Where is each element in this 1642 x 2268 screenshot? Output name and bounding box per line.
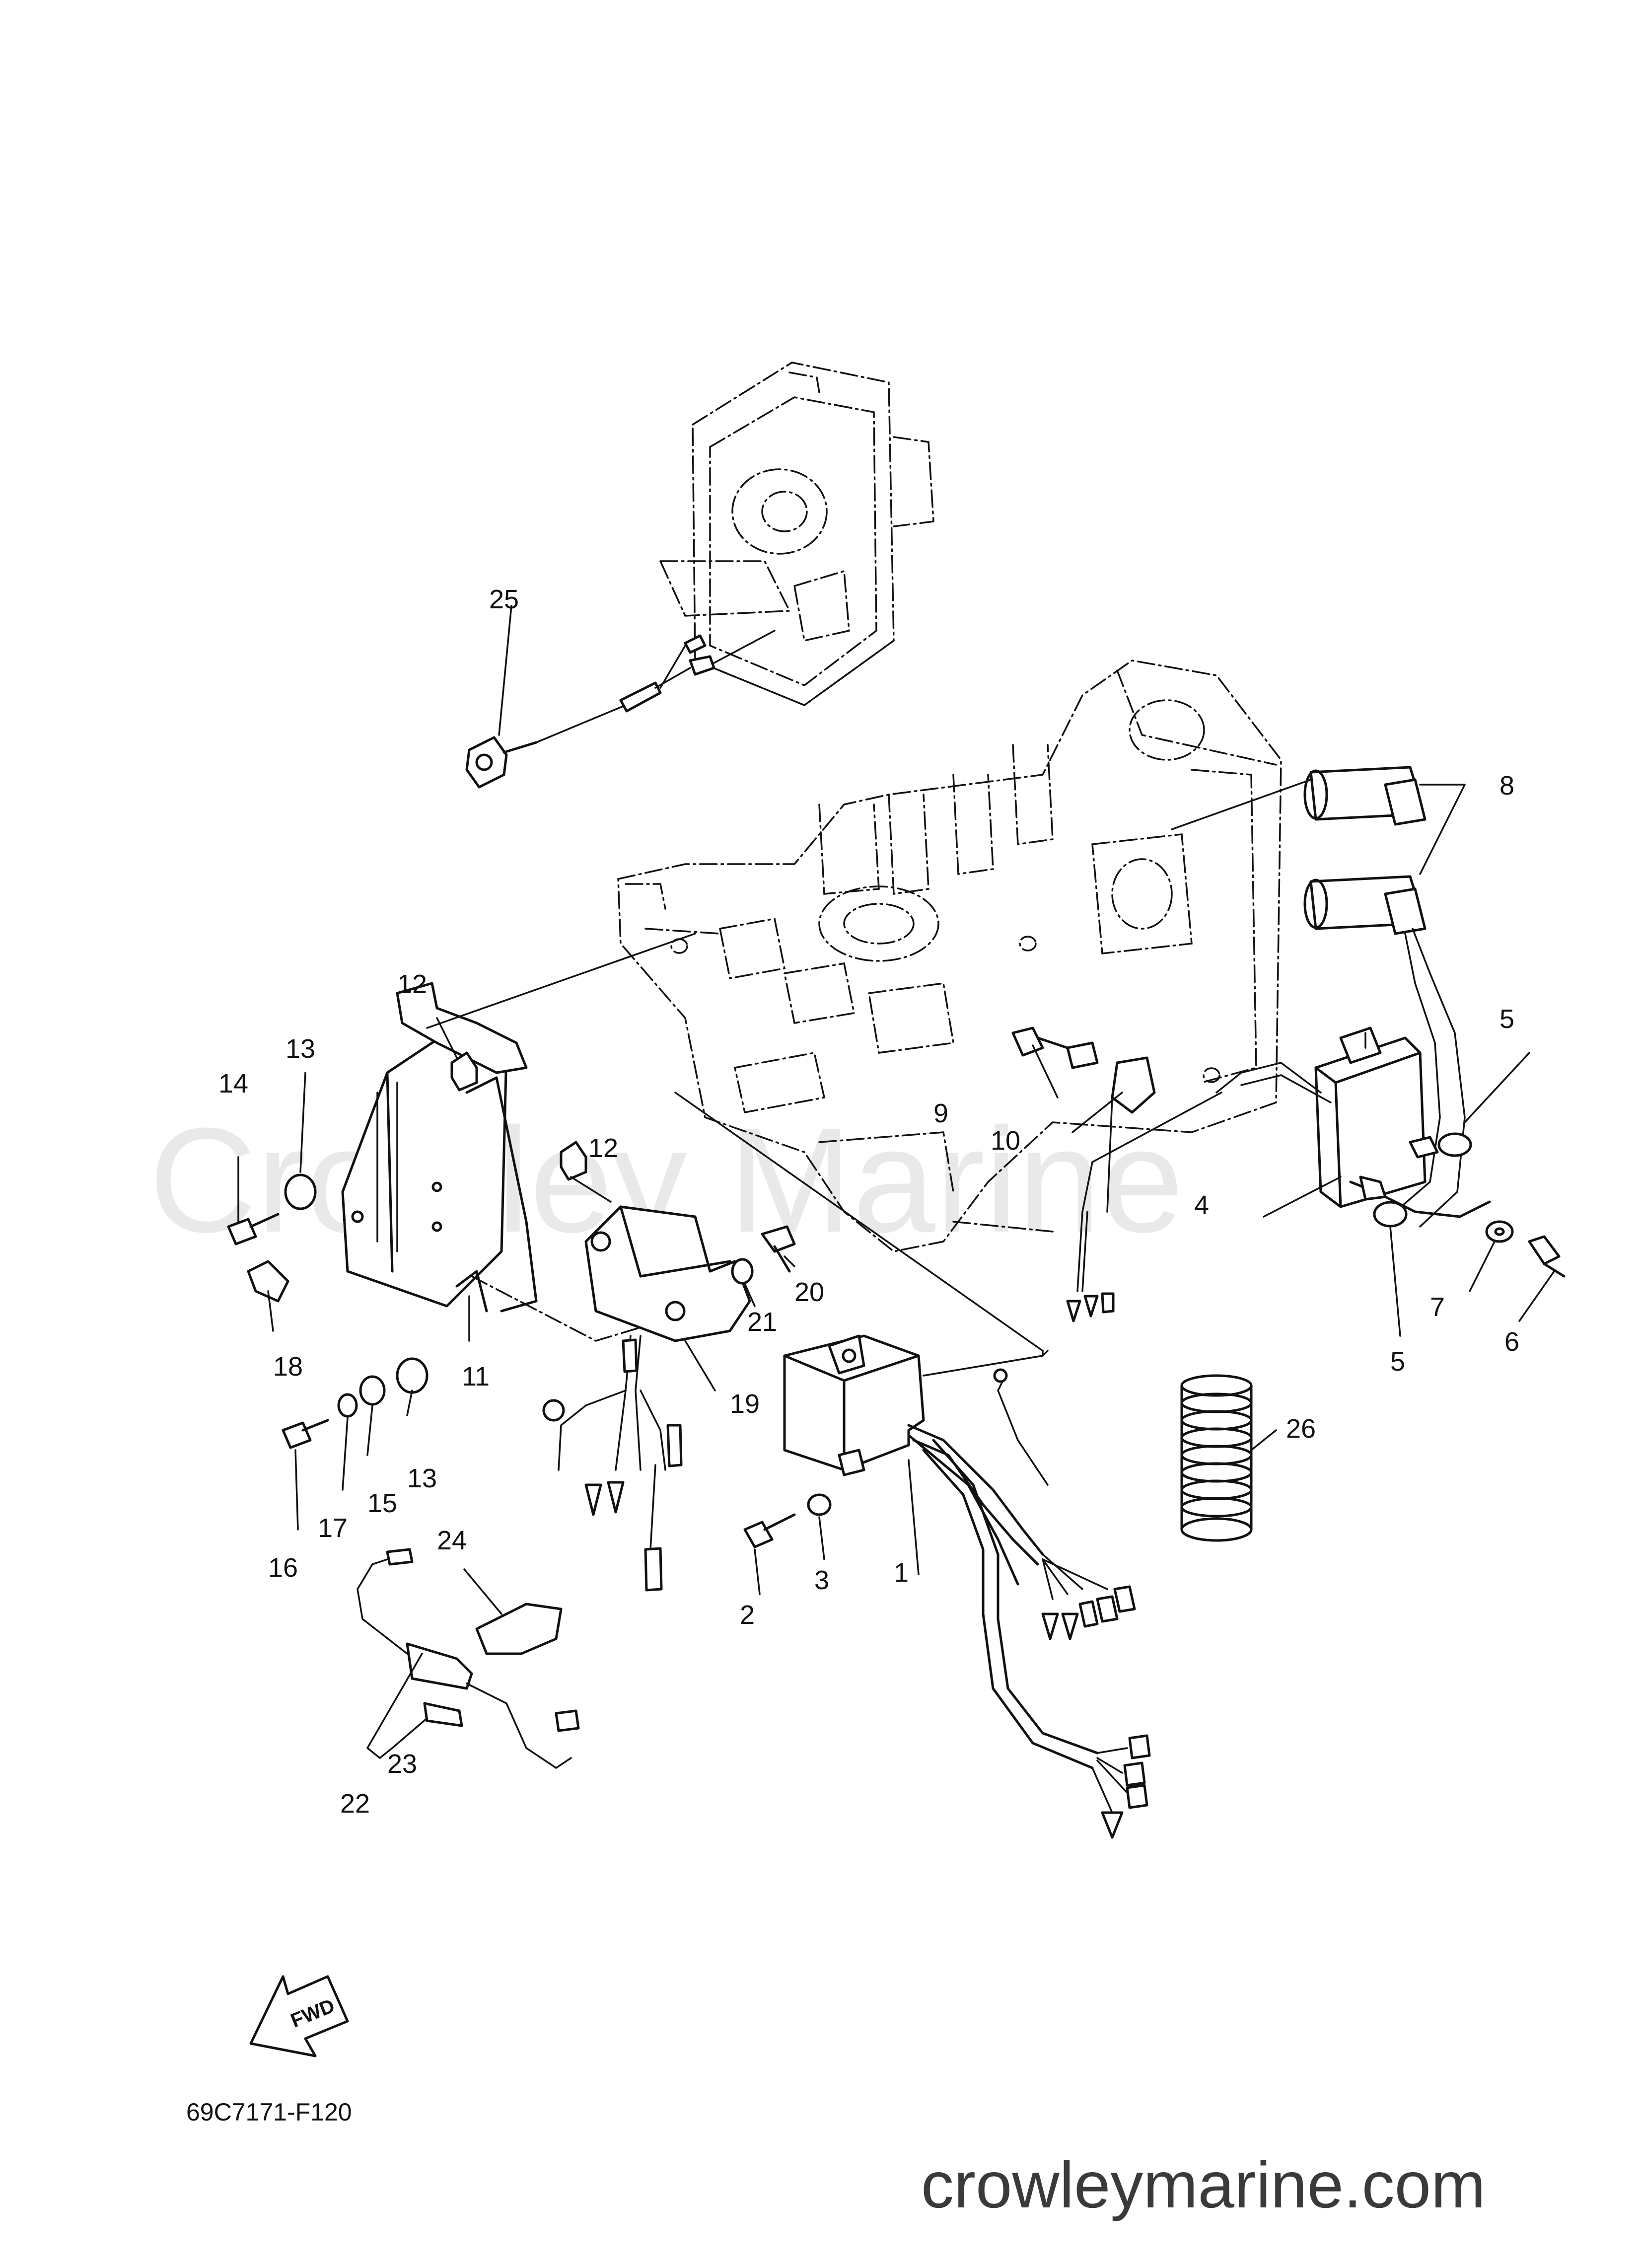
part-22-connector xyxy=(357,1548,580,1769)
part-25-temperature-sensor xyxy=(465,630,776,789)
callout-16: 16 xyxy=(268,1553,298,1583)
callout-labels: 1 2 3 4 5 5 6 7 8 9 10 11 12 12 13 13 14… xyxy=(218,585,1519,1819)
part-10-sensor-cap xyxy=(1106,1056,1156,1213)
callout-4: 4 xyxy=(1194,1190,1209,1220)
part-16-bolt xyxy=(282,1419,329,1449)
callout-26: 26 xyxy=(1286,1414,1316,1444)
part-8-plug-caps xyxy=(1171,766,1466,1228)
callout-17: 17 xyxy=(318,1513,348,1543)
part-9-sensor xyxy=(1011,1026,1099,1069)
part-13-grommet-b xyxy=(396,1357,428,1394)
fwd-arrow-icon: FWD xyxy=(249,1975,349,2057)
callout-5b: 5 xyxy=(1390,1347,1405,1377)
callout-6: 6 xyxy=(1504,1327,1519,1357)
callout-12b: 12 xyxy=(588,1133,618,1163)
callout-10: 10 xyxy=(991,1126,1020,1156)
part-19-rectifier xyxy=(542,1205,751,1592)
part-12-grommet-b xyxy=(560,1141,587,1181)
callout-2: 2 xyxy=(740,1600,755,1630)
engine-block xyxy=(617,659,1282,1252)
callout-22: 22 xyxy=(340,1789,370,1819)
callout-13a: 13 xyxy=(286,1034,315,1064)
part-1-cdi-unit xyxy=(783,1334,1151,1839)
part-3-washer xyxy=(807,1493,832,1516)
callout-23: 23 xyxy=(387,1749,417,1779)
callout-14: 14 xyxy=(218,1069,248,1098)
callout-20: 20 xyxy=(794,1277,824,1307)
part-14-bolt xyxy=(227,1213,280,1245)
callout-1: 1 xyxy=(894,1558,909,1588)
callout-11: 11 xyxy=(462,1362,490,1391)
callout-5a: 5 xyxy=(1499,1004,1514,1034)
part-4-ignition-coil xyxy=(1066,1026,1566,1322)
leader-lines xyxy=(237,605,1555,1759)
callout-15: 15 xyxy=(367,1488,397,1518)
callout-12a: 12 xyxy=(397,969,427,999)
part-18-clip xyxy=(247,1260,289,1303)
part-2-bolt xyxy=(743,1513,796,1548)
part-13-grommet-a xyxy=(284,1173,317,1210)
part-20-bolt xyxy=(761,1225,796,1273)
diagram-code: 69C7171-F120 xyxy=(186,2098,352,2126)
part-15-washer xyxy=(359,1375,386,1406)
part-24-holder xyxy=(475,1603,563,1655)
callout-3: 3 xyxy=(814,1565,829,1595)
part-26-spring xyxy=(1180,1374,1253,1542)
callout-18: 18 xyxy=(273,1352,303,1382)
callout-8: 8 xyxy=(1499,771,1514,801)
part-17-washer xyxy=(337,1393,358,1418)
callout-21: 21 xyxy=(747,1307,777,1337)
callout-13b: 13 xyxy=(407,1463,437,1493)
callout-25: 25 xyxy=(489,585,519,614)
part-11-bracket xyxy=(341,982,646,1342)
callout-9: 9 xyxy=(933,1098,948,1128)
site-url: crowleymarine.com xyxy=(921,2148,1486,2221)
part-12-grommet-a xyxy=(450,1051,478,1092)
part-23-terminal xyxy=(423,1702,463,1727)
callout-7: 7 xyxy=(1430,1292,1445,1322)
part-21-washer xyxy=(731,1258,754,1285)
cylinder-head-cover xyxy=(659,362,934,706)
callout-24: 24 xyxy=(437,1526,467,1555)
callout-19: 19 xyxy=(730,1389,760,1419)
